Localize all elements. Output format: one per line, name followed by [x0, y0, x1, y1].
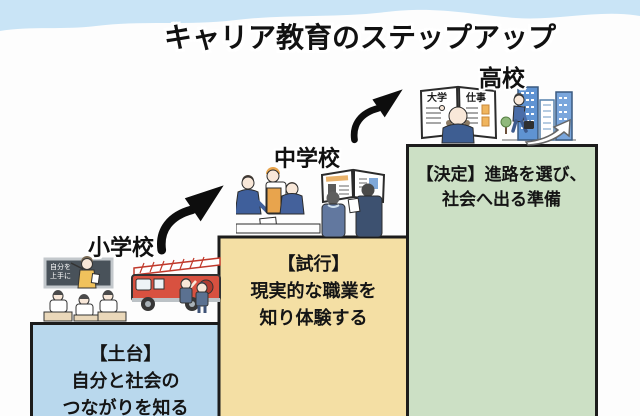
reader-head [448, 106, 468, 126]
blackboard-text-line1: 自分を [50, 262, 71, 271]
phase-tag: 【試行】 [277, 254, 350, 274]
stage-label-high-school: 高校 [479, 65, 525, 91]
book-right-page-title: 仕事 [465, 91, 486, 104]
pamphlet-viewing-icon [320, 168, 386, 237]
students [49, 290, 118, 317]
book-left-page-title: 大学 [427, 91, 447, 104]
apron [266, 187, 282, 214]
arrow-tail [157, 205, 197, 255]
career-book-icon: 大学 仕事 [419, 85, 498, 144]
stage-label-elementary: 小学校 [88, 235, 155, 260]
suit-woman [279, 193, 305, 215]
pointer-stick [70, 262, 84, 270]
apprentice-student [266, 169, 280, 183]
step-up-arrow-2 [350, 89, 403, 144]
blackboard-text-line2: 上手に [50, 271, 71, 280]
handout [347, 197, 361, 214]
junior-high-scene-illustration [236, 167, 386, 237]
desks [43, 311, 127, 322]
teacher-body [77, 269, 97, 289]
elementary-step-description: 【土台】 自分と社会の つながりを知る [31, 341, 220, 416]
suit-man [236, 189, 262, 215]
junior-high-step-description: 【試行】 現実的な職業を 知り体験する [219, 251, 408, 332]
phase-tag: 【決定】進路を選び、 [416, 165, 587, 184]
step-box-high-school [406, 144, 598, 416]
reader-body [441, 123, 475, 144]
phase-text: 自分と社会の [71, 371, 180, 391]
viewer-head [361, 183, 375, 197]
teacher-paper [90, 273, 101, 285]
stage-label-junior-high: 中学校 [274, 146, 341, 171]
phase-text: 現実的な職業を [250, 281, 377, 301]
classroom-icon: 自分を 上手に [43, 256, 127, 322]
arrow-tail [350, 105, 382, 144]
truck-skirt [132, 298, 220, 302]
phase-text: 社会へ出る準備 [442, 190, 561, 209]
high-school-step-description: 【決定】進路を選び、 社会へ出る準備 [407, 162, 596, 212]
viewer-body [321, 203, 346, 237]
step-up-arrow-1 [157, 185, 224, 255]
phase-text: つながりを知る [62, 398, 189, 416]
fire-truck-icon [131, 256, 221, 313]
infographic-title: キャリア教育のステップアップ [163, 22, 556, 53]
phase-tag: 【土台】 [89, 344, 162, 364]
ladder [133, 257, 221, 276]
viewer-head [326, 191, 340, 205]
walking-worker-icon [511, 93, 534, 133]
counter-table [236, 223, 321, 234]
worker-head [513, 94, 525, 106]
high-school-scene-illustration: 大学 仕事 [419, 85, 576, 146]
sky-band [0, 0, 640, 31]
arrow-head [184, 185, 224, 222]
children [179, 278, 209, 313]
briefcase [524, 121, 534, 129]
pointing-hand [439, 105, 445, 111]
cab-window [135, 278, 152, 291]
elementary-scene-illustration: 自分を 上手に [43, 256, 221, 322]
phase-text: 知り体験する [259, 308, 368, 328]
viewer-body [355, 195, 383, 237]
work-experience-icon [236, 167, 321, 234]
step-box-junior-high [217, 235, 410, 416]
forward-arrow-icon [524, 118, 571, 146]
arrow-head [372, 89, 403, 118]
tree-icon [500, 116, 512, 134]
